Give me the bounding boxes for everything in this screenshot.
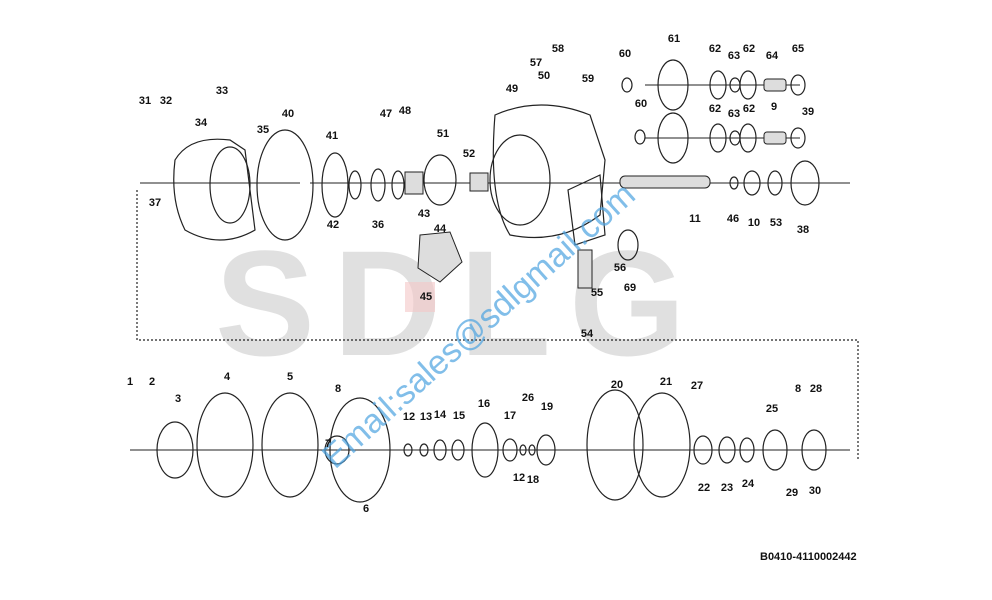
top-assembly <box>140 59 850 289</box>
callout-label: 11 <box>689 213 701 225</box>
callout-label: 25 <box>766 403 778 415</box>
callout-label: 44 <box>434 223 447 235</box>
callout-label: 9 <box>771 101 777 113</box>
callout-label: 41 <box>326 130 338 142</box>
callout-label: 40 <box>282 108 294 120</box>
callout-label: 7 <box>325 438 331 450</box>
callout-label: 51 <box>437 128 449 140</box>
nut-30 <box>801 429 827 471</box>
drawing-code: B0410-4110002442 <box>760 551 857 563</box>
bottom-assembly <box>130 389 850 503</box>
gear-41 <box>321 152 349 218</box>
callout-label: 17 <box>504 410 516 422</box>
callout-label: 36 <box>372 219 384 231</box>
callout-label: 13 <box>420 411 432 423</box>
callout-label: 10 <box>748 217 760 229</box>
callout-label: 53 <box>770 217 782 229</box>
callout-label: 31 <box>139 95 151 107</box>
callout-label: 18 <box>527 474 539 486</box>
callout-label: 60 <box>619 48 631 60</box>
callout-label: 69 <box>624 282 636 294</box>
callout-label: 35 <box>257 124 269 136</box>
watermark-red-square <box>405 282 435 312</box>
callout-label: 1 <box>127 376 133 388</box>
callout-label: 39 <box>802 106 814 118</box>
callout-label: 23 <box>721 482 733 494</box>
callout-label: 65 <box>792 43 804 55</box>
bearing-69 <box>617 229 639 261</box>
callout-label: 45 <box>420 291 432 303</box>
callout-label: 12 <box>513 472 525 484</box>
callout-label: 8 <box>795 383 801 395</box>
callout-label: 46 <box>727 213 739 225</box>
callout-label: 2 <box>149 376 155 388</box>
callout-label: 47 <box>380 108 392 120</box>
o-ring-20 <box>586 389 644 501</box>
callout-label: 57 <box>530 57 542 69</box>
callout-label: 26 <box>522 392 534 404</box>
callout-label: 16 <box>478 398 490 410</box>
callout-label: 38 <box>797 224 809 236</box>
callout-label: 48 <box>399 105 411 117</box>
disc-16 <box>471 422 499 478</box>
callout-label: 14 <box>434 409 447 421</box>
gear-38 <box>790 160 820 206</box>
callout-label: 62 <box>743 103 755 115</box>
gear-25 <box>762 429 788 471</box>
callout-label: 12 <box>403 411 415 423</box>
callout-label: 55 <box>591 287 603 299</box>
valve-45 <box>417 231 463 283</box>
callout-label: 61 <box>668 33 680 45</box>
callout-label: 58 <box>552 43 564 55</box>
callout-label: 3 <box>175 393 181 405</box>
transmission-housing-49 <box>492 104 606 238</box>
callout-label: 21 <box>660 376 672 388</box>
callout-label: 24 <box>742 478 755 490</box>
callout-label: 6 <box>363 503 369 515</box>
callout-label: 49 <box>506 83 518 95</box>
callout-label: 8 <box>335 383 341 395</box>
callout-label: 56 <box>614 262 626 274</box>
callout-label: 4 <box>224 371 231 383</box>
disc-4 <box>196 392 254 498</box>
callout-label: 29 <box>786 487 798 499</box>
callout-label: 52 <box>463 148 475 160</box>
callout-label: 63 <box>728 50 740 62</box>
gear-61 <box>657 59 689 111</box>
callout-label: 43 <box>418 208 430 220</box>
callout-label: 54 <box>581 328 594 340</box>
callout-label: 64 <box>766 50 779 62</box>
gasket-40 <box>256 129 314 241</box>
callout-label: 62 <box>709 43 721 55</box>
callout-label: 28 <box>810 383 822 395</box>
callout-label: 34 <box>195 117 208 129</box>
callout-label: 59 <box>582 73 594 85</box>
housing-21 <box>633 392 691 498</box>
callout-label: 27 <box>691 380 703 392</box>
callout-label: 37 <box>149 197 161 209</box>
callout-label: 42 <box>327 219 339 231</box>
callout-label: 30 <box>809 485 821 497</box>
callout-label: 62 <box>709 103 721 115</box>
shaft-11 <box>619 175 711 189</box>
plate-3 <box>156 421 194 479</box>
disc-5 <box>261 392 319 498</box>
callout-label: 33 <box>216 85 228 97</box>
callout-label: 50 <box>538 70 550 82</box>
callout-label: 63 <box>728 108 740 120</box>
pump-51 <box>423 154 457 206</box>
callout-label: 15 <box>453 410 465 422</box>
callout-label: 19 <box>541 401 553 413</box>
callout-label: 5 <box>287 371 293 383</box>
callout-label: 62 <box>743 43 755 55</box>
callout-label: 22 <box>698 482 710 494</box>
callout-label: 20 <box>611 379 623 391</box>
hub-6 <box>329 397 391 503</box>
labels-top: 31 32 33 34 35 40 37 41 42 36 47 48 51 52 43 44 45 49 5750… <box>139 33 814 340</box>
housing-cover-37 <box>173 138 256 241</box>
callout-label: 32 <box>160 95 172 107</box>
callout-label: 60 <box>635 98 647 110</box>
